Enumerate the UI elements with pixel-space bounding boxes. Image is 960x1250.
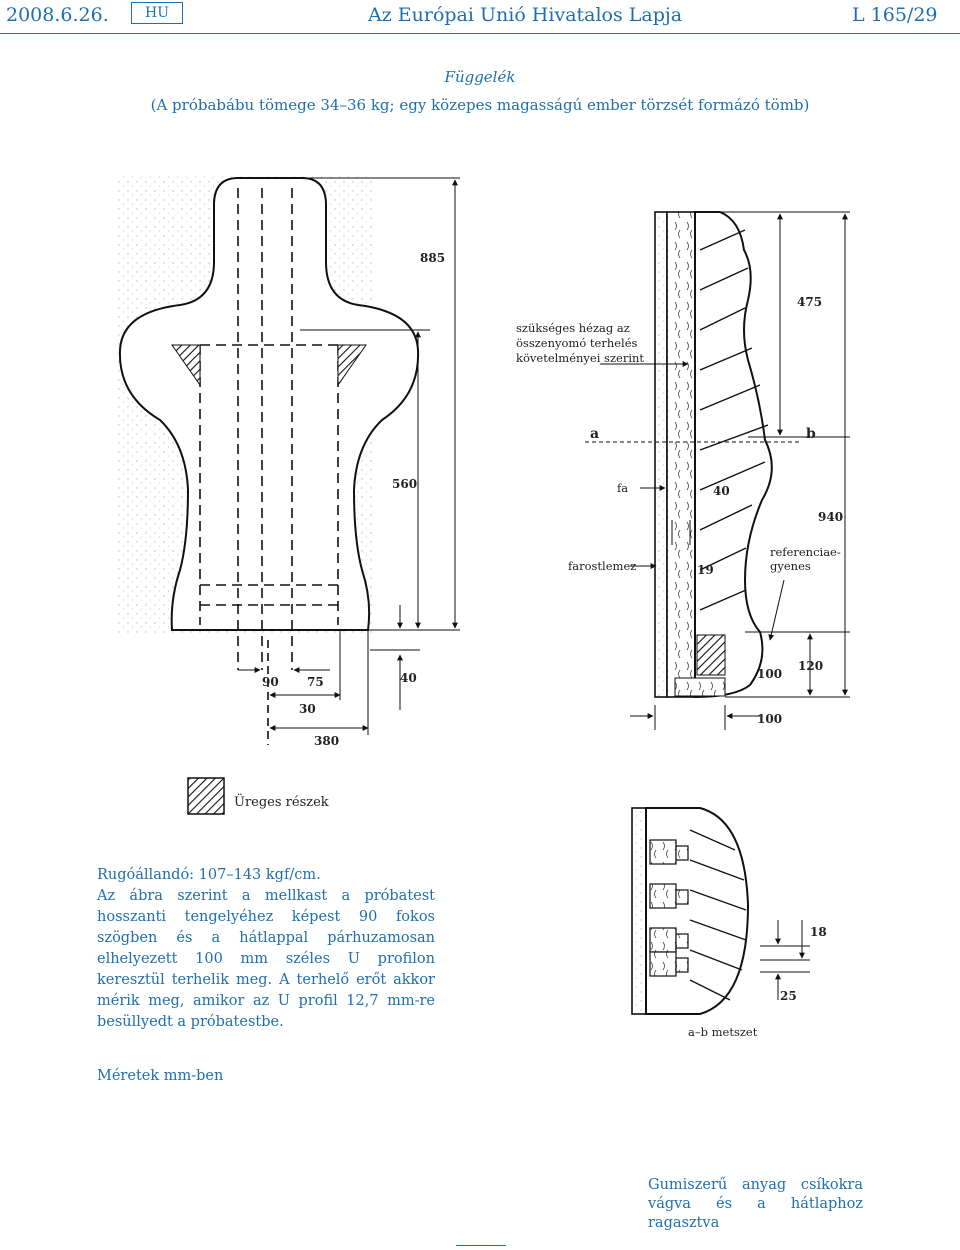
- header-rule: [0, 33, 960, 34]
- dim-75: 75: [307, 675, 324, 689]
- wood-label: fa: [617, 481, 628, 495]
- right-cavity: [337, 344, 367, 387]
- spring-constant: Rugóállandó: 107–143 kgf/cm.: [97, 867, 321, 883]
- section-back-plate: [631, 807, 647, 1015]
- reference-line-label-2: gyenes: [770, 559, 811, 573]
- fibreboard-label: farostlemez: [568, 559, 636, 573]
- dim-18: 18: [810, 925, 827, 939]
- dim-120: 120: [798, 659, 823, 673]
- section-caption: a–b metszet: [688, 1025, 758, 1039]
- dim-40-mid: 40: [713, 484, 730, 498]
- journal-title: Az Európai Unió Hivatalos Lapja: [368, 4, 683, 26]
- gap-label-line-1: szükséges hézag az: [516, 321, 630, 335]
- side-view-outline: [694, 211, 773, 699]
- reference-line-label-1: referenciae-: [770, 545, 841, 559]
- page-reference: L 165/29: [852, 4, 938, 26]
- dim-380: 380: [314, 734, 339, 748]
- section-mark-a: a: [590, 426, 599, 442]
- dim-940: 940: [818, 510, 843, 524]
- dim-25: 25: [780, 989, 797, 1003]
- legend-label: Üreges részek: [234, 793, 329, 810]
- appendix-title: Függelék: [444, 68, 516, 86]
- gap-label-line-3: követelményei szerint: [516, 351, 644, 365]
- wood-layer: [666, 211, 696, 698]
- appendix-subtitle: (A próbabábu tömege 34–36 kg; egy közepe…: [150, 96, 810, 114]
- language-badge: HU: [131, 2, 183, 24]
- dim-475: 475: [797, 295, 822, 309]
- dim-100-a: 100: [757, 667, 782, 681]
- dim-100-b: 100: [757, 712, 782, 726]
- base-plate: [674, 677, 726, 697]
- legend-hatch-swatch: [187, 777, 225, 815]
- dim-19: 19: [697, 563, 714, 577]
- dim-40-left: 40: [400, 671, 417, 685]
- dim-885: 885: [420, 251, 445, 265]
- section-mark-b: b: [806, 426, 816, 442]
- footer-rule: [456, 1245, 506, 1246]
- page-header: 2008.6.26. HU Az Európai Unió Hivatalos …: [0, 0, 960, 32]
- load-description: Az ábra szerint a mellkast a próbatest h…: [97, 888, 435, 1030]
- gap-label-line-2: összenyomó terhelés: [516, 336, 638, 350]
- dim-90: 90: [262, 675, 279, 689]
- units-note: Méretek mm-ben: [97, 1068, 224, 1084]
- base-block: [696, 634, 726, 676]
- header-date: 2008.6.26.: [6, 4, 109, 26]
- left-cavity: [171, 344, 201, 387]
- rubber-strip-note: Gumiszerű anyag csíkokra vágva és a hátl…: [648, 1177, 863, 1231]
- dim-30: 30: [299, 702, 316, 716]
- back-plate: [654, 211, 668, 698]
- dim-560: 560: [392, 477, 417, 491]
